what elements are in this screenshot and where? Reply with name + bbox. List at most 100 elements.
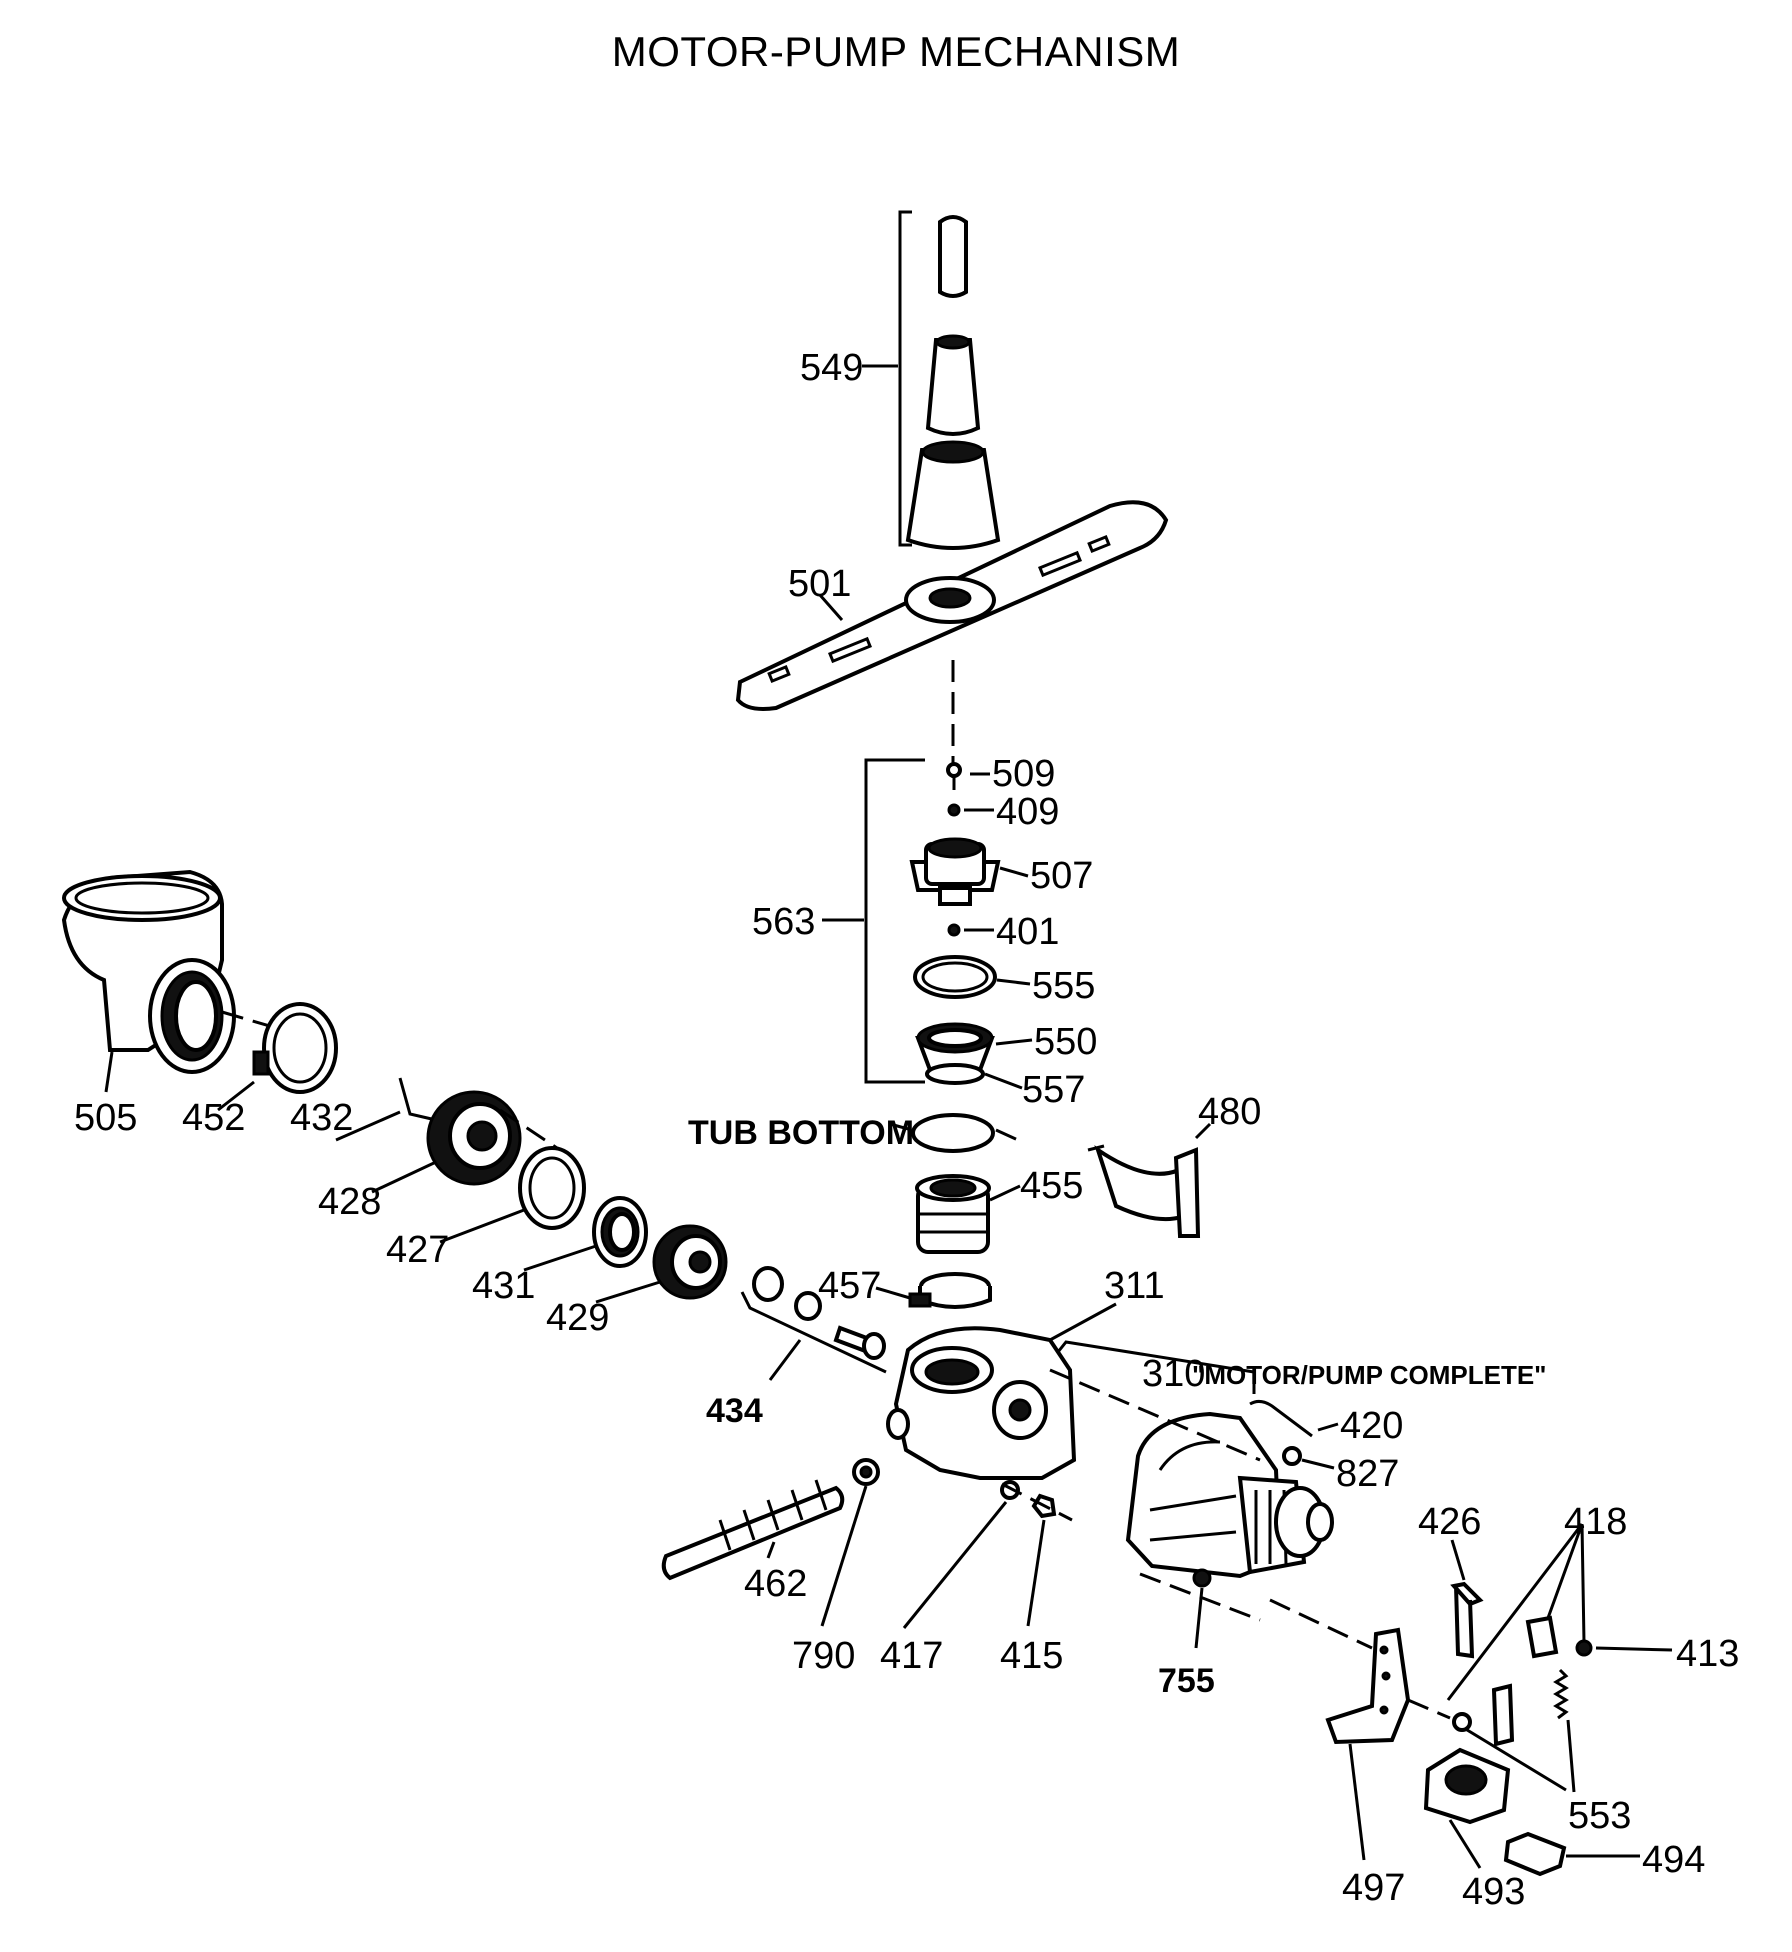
part-434-bearing-set xyxy=(752,1266,886,1360)
leader-420 xyxy=(1317,1422,1339,1432)
label-827: 827 xyxy=(1336,1453,1399,1495)
part-413-clip xyxy=(1575,1639,1593,1657)
label-429: 429 xyxy=(546,1297,609,1339)
label-420: 420 xyxy=(1340,1405,1403,1447)
part-827-screw xyxy=(1282,1446,1302,1466)
leader-827 xyxy=(1301,1458,1335,1470)
part-507-housing xyxy=(909,837,1001,906)
part-431-ring xyxy=(592,1196,648,1268)
part-497-bracket xyxy=(1325,1627,1411,1745)
leader-431 xyxy=(523,1244,597,1272)
leader-455 xyxy=(989,1184,1021,1202)
label-434: 434 xyxy=(706,1392,763,1430)
label-755: 755 xyxy=(1158,1662,1215,1700)
part-432-pin xyxy=(398,1077,437,1122)
leader-497 xyxy=(1348,1743,1366,1861)
part-429-impeller xyxy=(652,1224,728,1300)
leader-427 xyxy=(439,1208,525,1244)
part-427-ring xyxy=(518,1146,586,1230)
leader-413 xyxy=(1595,1646,1673,1652)
leader-452 xyxy=(217,1080,255,1112)
part-310-motor xyxy=(1125,1411,1334,1579)
leader-417 xyxy=(902,1501,1008,1629)
label-426: 426 xyxy=(1418,1501,1481,1543)
label-417: 417 xyxy=(880,1635,943,1677)
part-457-clamp xyxy=(908,1272,992,1309)
leader-507 xyxy=(999,866,1029,878)
part-480-deflector xyxy=(1087,1144,1201,1238)
label-428: 428 xyxy=(318,1181,381,1223)
bracket-549 xyxy=(898,210,912,547)
label-413: 413 xyxy=(1676,1633,1739,1675)
label-501: 501 xyxy=(788,563,851,605)
label-497: 497 xyxy=(1342,1867,1405,1909)
leader-557 xyxy=(984,1072,1023,1090)
leader-480 xyxy=(1194,1122,1212,1140)
part-418-lever xyxy=(1491,1615,1559,1747)
part-428-impeller xyxy=(426,1090,522,1186)
part-426-bracket xyxy=(1450,1581,1484,1659)
label-409: 409 xyxy=(996,791,1059,833)
part-311-pump-housing xyxy=(886,1326,1077,1480)
leader-755 xyxy=(1194,1587,1204,1649)
bracket-434 xyxy=(740,1291,887,1374)
label-557: 557 xyxy=(1022,1069,1085,1111)
leader-553 xyxy=(1453,1719,1576,1793)
label-493: 493 xyxy=(1462,1871,1525,1913)
leader-432 xyxy=(335,1110,401,1142)
leader-462 xyxy=(766,1541,776,1559)
label-310: 310 xyxy=(1142,1353,1205,1395)
label-555: 555 xyxy=(1032,965,1095,1007)
part-494-block xyxy=(1503,1831,1567,1877)
label-motor-pump-complete: "MOTOR/PUMP COMPLETE" xyxy=(1192,1360,1547,1390)
label-452: 452 xyxy=(182,1097,245,1139)
part-549-nozzle-assembly xyxy=(905,215,1001,550)
bracket-563 xyxy=(864,758,925,1084)
leader-429 xyxy=(595,1280,661,1304)
part-493-bracket xyxy=(1423,1747,1511,1825)
part-501-spray-arm xyxy=(735,500,1169,711)
label-494: 494 xyxy=(1642,1839,1705,1881)
part-790-clip xyxy=(852,1458,880,1486)
label-550: 550 xyxy=(1034,1021,1097,1063)
leader-550 xyxy=(995,1038,1033,1046)
label-549: 549 xyxy=(800,347,863,389)
part-557-ring xyxy=(925,1063,985,1085)
tub-bottom-opening xyxy=(911,1113,995,1153)
leader-418 xyxy=(1446,1523,1586,1701)
leader-555 xyxy=(996,978,1031,986)
part-462-screw xyxy=(661,1479,845,1581)
leader-434 xyxy=(768,1339,802,1381)
label-462: 462 xyxy=(744,1563,807,1605)
leader-505 xyxy=(104,1051,114,1093)
label-563: 563 xyxy=(752,901,815,943)
leader-493 xyxy=(1448,1819,1482,1869)
label-431: 431 xyxy=(472,1265,535,1307)
part-505-sump xyxy=(61,869,236,1074)
leader-426 xyxy=(1450,1539,1466,1581)
part-755-screw xyxy=(1192,1568,1212,1588)
leader-501 xyxy=(818,594,844,621)
part-455-fitting xyxy=(915,1174,991,1254)
label-790: 790 xyxy=(792,1635,855,1677)
part-401-washer xyxy=(947,923,961,937)
leader-415 xyxy=(1026,1519,1046,1627)
label-480: 480 xyxy=(1198,1091,1261,1133)
label-455: 455 xyxy=(1020,1165,1083,1207)
label-457: 457 xyxy=(818,1265,881,1307)
label-427: 427 xyxy=(386,1229,449,1271)
part-553-spring xyxy=(1553,1668,1569,1720)
label-311: 311 xyxy=(1104,1265,1165,1307)
part-420-rod xyxy=(1249,1399,1313,1438)
label-505: 505 xyxy=(74,1097,137,1139)
leader-457 xyxy=(875,1286,911,1300)
label-432: 432 xyxy=(290,1097,353,1139)
centerline-sump xyxy=(221,1010,291,1034)
page-title: MOTOR-PUMP MECHANISM xyxy=(611,28,1181,75)
label-509: 509 xyxy=(992,753,1055,795)
part-452-clamp xyxy=(252,1002,338,1094)
part-409-washer xyxy=(947,803,961,817)
part-509-screw xyxy=(946,762,962,790)
